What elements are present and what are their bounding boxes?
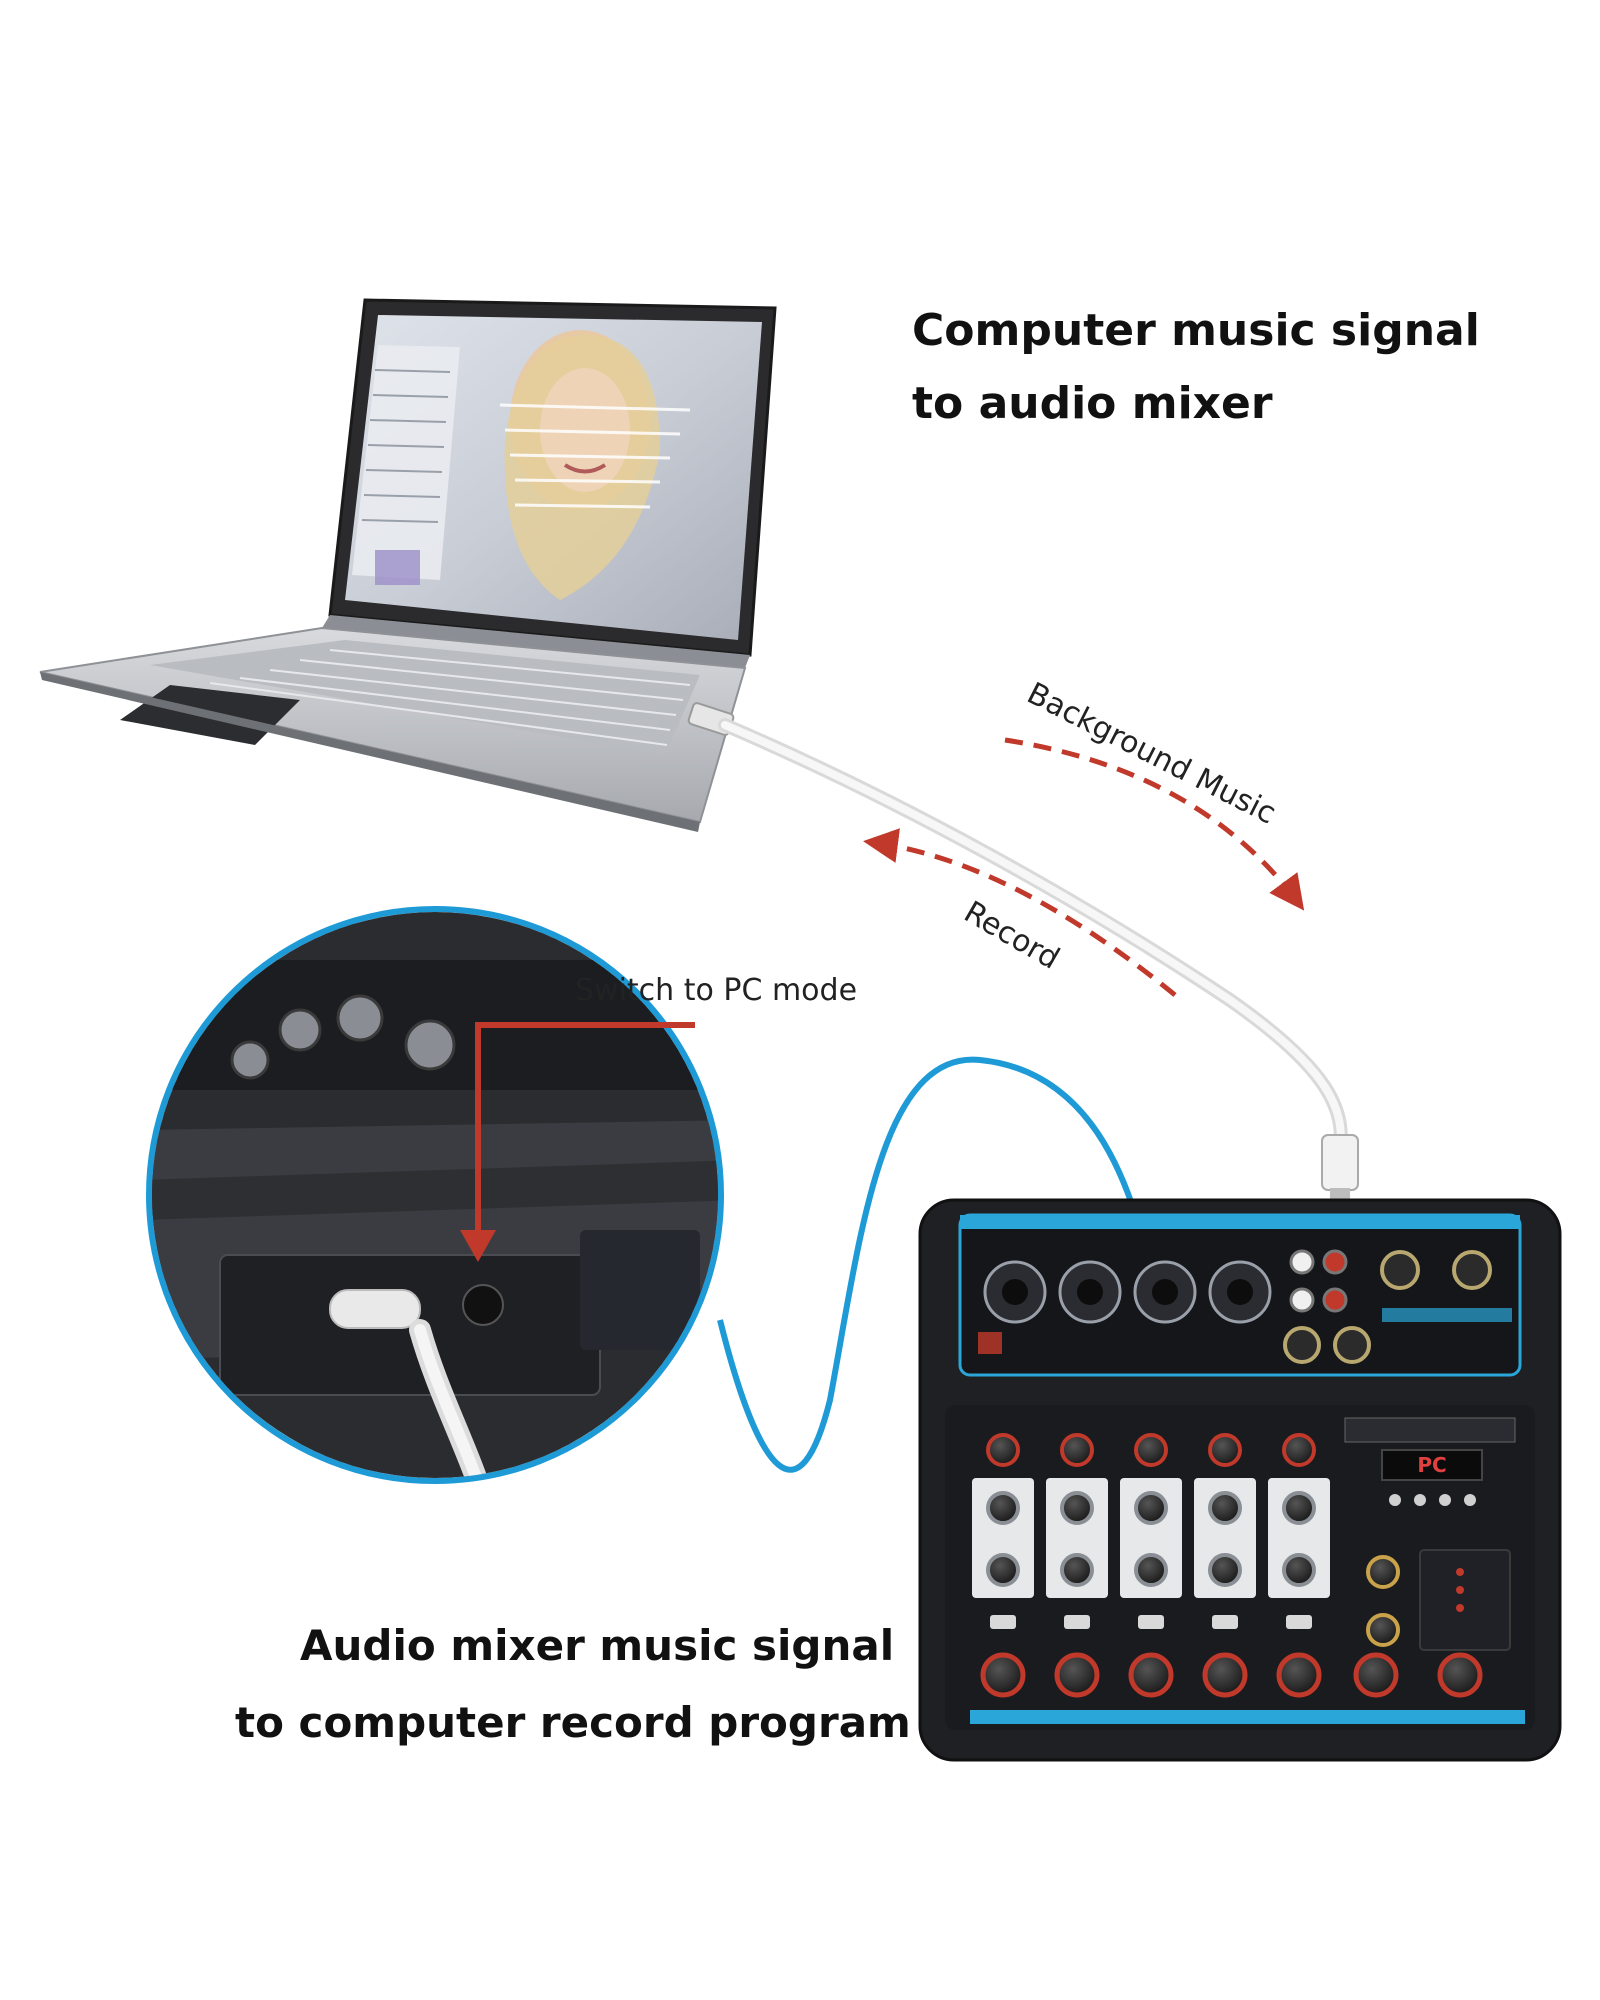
mixer-display: PC xyxy=(1417,1453,1446,1477)
zoom-connector-cable xyxy=(717,1056,1143,1473)
headline-top-line2: to audio mixer xyxy=(912,378,1273,429)
background-music-label: Background Music xyxy=(1021,676,1281,832)
pc-mode-callout-arrow xyxy=(460,1022,695,1262)
background-music-arrow xyxy=(1004,737,1305,911)
zoom-callout-icon xyxy=(146,906,724,1484)
usb-cable-icon xyxy=(687,702,1359,1204)
headline-bottom-line2: to computer record program xyxy=(235,1698,911,1747)
pc-mode-callout-label: Switch to PC mode xyxy=(575,973,857,1008)
channel-strips xyxy=(970,1433,1525,1724)
laptop-icon xyxy=(39,298,777,832)
headline-top-line1: Computer music signal xyxy=(912,305,1480,356)
audio-mixer-icon: PC xyxy=(918,1198,1562,1762)
record-arrow xyxy=(863,828,1177,997)
headline-bottom-line1: Audio mixer music signal xyxy=(300,1621,894,1670)
